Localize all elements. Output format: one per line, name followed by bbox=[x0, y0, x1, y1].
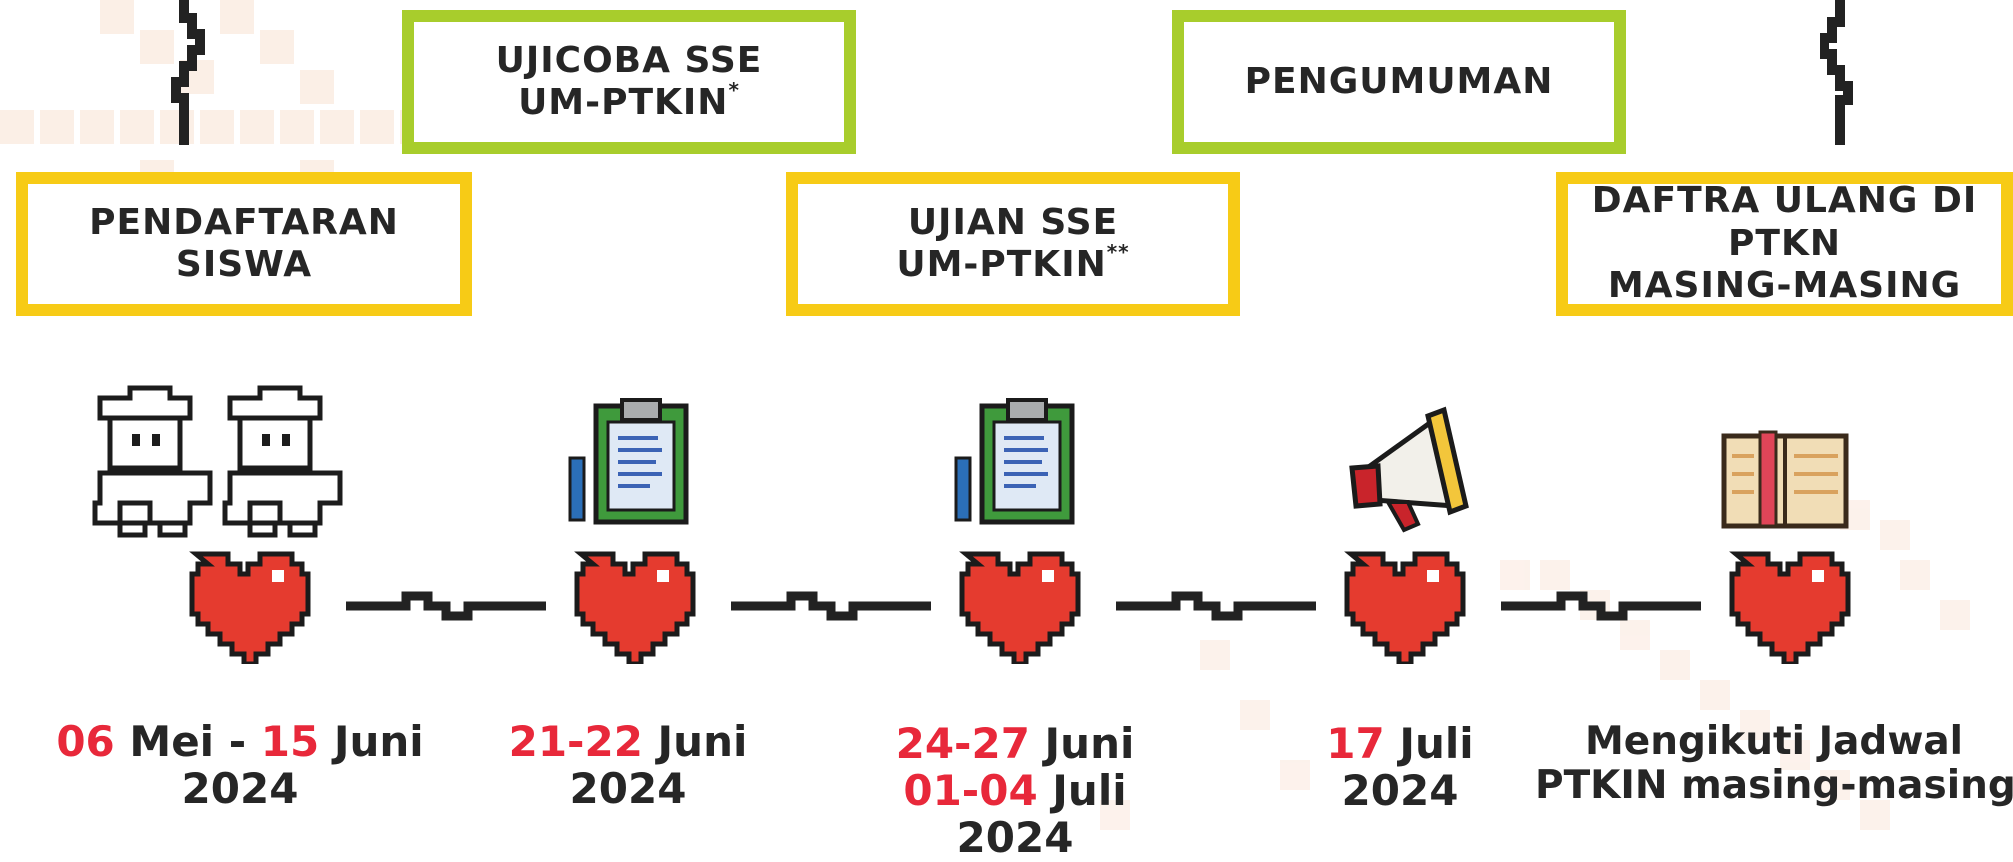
heart-icon bbox=[189, 551, 311, 664]
megaphone-icon bbox=[1349, 406, 1469, 533]
pulse-connector bbox=[731, 591, 931, 621]
pulse-connector bbox=[346, 591, 546, 621]
stage-label-exam-line1: UJIAN SSE bbox=[907, 201, 1119, 243]
stage-box-announcement: PENGUMUMAN bbox=[1172, 10, 1626, 154]
date-registration: 06 Mei - 15 Juni 2024 bbox=[56, 717, 424, 814]
zigzag-line-right bbox=[1820, 0, 1853, 145]
stage-label-exam-line2: UM-PTKIN bbox=[896, 244, 1107, 285]
pulse-connector bbox=[1501, 591, 1701, 621]
stage-box-reregistration: DAFTRA ULANG DI PTKN MASING-MASING bbox=[1556, 172, 2013, 316]
date-announcement: 17 Juli 2024 bbox=[1326, 719, 1474, 816]
date-exam: 24-27 Juni 01-04 Juli 2024 bbox=[895, 719, 1135, 862]
stage-box-trial-exam: UJICOBA SSE UM-PTKIN* bbox=[402, 10, 856, 154]
stage-box-exam: UJIAN SSE UM-PTKIN** bbox=[786, 172, 1240, 316]
stage-label-trial-exam-line1: UJICOBA SSE bbox=[495, 39, 763, 81]
heart-icon bbox=[959, 551, 1081, 664]
heart-icon bbox=[574, 551, 696, 664]
book-icon bbox=[1721, 430, 1849, 529]
clipboard-icon bbox=[954, 398, 1075, 525]
date-trial-exam: 21-22 Juni 2024 bbox=[508, 717, 748, 814]
students-icon bbox=[92, 385, 343, 538]
stage-label-trial-exam-line2: UM-PTKIN bbox=[518, 82, 729, 123]
stage-label-announcement: PENGUMUMAN bbox=[1244, 60, 1554, 102]
date-reregistration: Mengikuti Jadwal PTKIN masing-masing bbox=[1535, 719, 2013, 808]
stage-label-reregistration-line1: DAFTRA ULANG DI PTKN bbox=[1591, 180, 1978, 264]
pulse-connector bbox=[1116, 591, 1316, 621]
stage-label-reregistration-line2: MASING-MASING bbox=[1607, 265, 1962, 307]
footnote-mark: * bbox=[728, 78, 740, 102]
heart-icon bbox=[1344, 551, 1466, 664]
stage-box-registration: PENDAFTARAN SISWA bbox=[16, 172, 472, 316]
heart-icon bbox=[1729, 551, 1851, 664]
stage-label-registration: PENDAFTARAN SISWA bbox=[89, 201, 399, 285]
clipboard-icon bbox=[568, 398, 689, 525]
footnote-mark: ** bbox=[1106, 240, 1130, 264]
zigzag-line-left bbox=[171, 0, 205, 145]
